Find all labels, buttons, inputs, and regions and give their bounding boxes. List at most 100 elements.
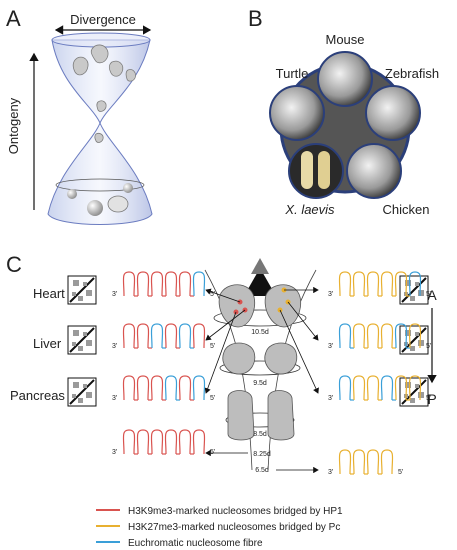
chromatin-loop [136,429,150,455]
end-5-label: 5' [210,395,215,402]
contact-matrices [67,275,429,407]
stage-ring-10-5 [213,309,307,327]
legend-label-euchromatin: Euchromatic nucleosome fibre [128,538,263,549]
ontogeny-slice [55,178,145,192]
mouse-embryo-image [317,51,373,107]
species-turtle: Turtle [269,66,325,141]
contact-matrix [67,325,97,355]
stage-label-8-25: 8.25d [253,451,271,458]
legend-label-hp1: H3K9me3-marked nucleosomes bridged by HP… [128,506,343,517]
chromatin-loop [352,375,366,401]
chromatin-loop [338,271,352,297]
species-chicken: Chicken [346,143,430,217]
chromatin-loop [352,271,366,297]
x-laevis-embryo-2 [318,151,330,189]
chromatin-loop [178,429,192,455]
zebrafish-embryo-image [365,85,421,141]
chromatin-loop [178,375,192,401]
chromatin-loop [150,429,164,455]
hourglass-embryos [72,44,136,143]
species-zebrafish: Zebrafish [365,66,439,141]
chromatin-loop [408,323,422,349]
chromatin-loop [338,375,352,401]
chromatin-loop [192,375,206,401]
chromatin-loop [122,271,136,297]
chromatin-loop [380,323,394,349]
contact-matrix [399,377,429,407]
chromatin-loop [380,375,394,401]
chromatin-loop [150,323,164,349]
chromatin-loop [122,429,136,455]
tissue-label-heart: Heart [33,286,65,301]
egg-4 [123,183,133,193]
species-label-turtle: Turtle [276,66,309,81]
panel-a-letter: A [6,6,21,31]
end-3-label: 3' [328,291,333,298]
connector-arrows [204,286,319,474]
species-label-x-laevis: X. laevis [284,202,335,217]
chromatin-loop [366,375,380,401]
panel-c-letter: C [6,252,22,277]
chromatin-loop [380,271,394,297]
chromatin-loop [164,375,178,401]
turtle-embryo-image [269,85,325,141]
chromatin-loop [366,323,380,349]
chromatin-loop [164,323,178,349]
chromatin-loop [178,271,192,297]
chromatin-loop [192,271,206,297]
stage-label-9-5: 9.5d [253,380,267,387]
stage-label-8-5: 8.5d [253,431,267,438]
stage-label-10-5: 10.5d [251,329,269,336]
species-label-zebrafish: Zebrafish [385,66,439,81]
chicken-embryo-image [346,143,402,199]
stage-label-6-5: 6.5d [255,467,269,474]
end-5-label: 5' [210,291,215,298]
row-liver-left: 3'5' [112,323,215,350]
chromatin-loop [338,449,352,475]
chromatin-loop [366,449,380,475]
chromatin-loop [338,323,352,349]
chromatin-loop [394,375,408,401]
chromatin-loop [136,323,150,349]
divergence-label: Divergence [70,12,136,27]
row-6-5d: 3'5' [328,449,403,476]
contact-matrix [399,275,429,305]
row-pancreas-right: 3'5' [328,375,431,402]
end-3-label: 3' [328,343,333,350]
species-x-laevis: X. laevis [284,143,344,217]
end-3-label: 3' [112,291,117,298]
species-label-chicken: Chicken [383,202,430,217]
stage-ring-8-5 [225,412,295,428]
ontogeny-label: Ontogeny [6,97,21,154]
development-arrowhead [251,258,269,274]
chromatin-loop [122,323,136,349]
end-3-label: 3' [112,395,117,402]
end-3-label: 3' [112,449,117,456]
stage-ring-9-5 [219,360,301,376]
species-mouse: Mouse [317,32,373,107]
axis-posterior: P [427,391,436,407]
panel-b-letter: B [248,6,263,31]
chromatin-loop [164,271,178,297]
contact-matrix [67,377,97,407]
end-3-label: 3' [328,395,333,402]
axis-anterior: A [427,287,437,303]
end-5-label: 5' [210,343,215,350]
contact-matrix [67,275,97,305]
row-pancreas-left: 3' 5' [112,375,215,402]
chromatin-loop [136,375,150,401]
embryos-10-5 [218,284,302,328]
row-heart-right: 3'5' [328,271,431,298]
chromatin-loop [408,271,422,297]
chromatin-loop [380,449,394,475]
chromatin-loop [136,271,150,297]
panel-c: C 10.5d 9 [6,252,437,549]
legend: H3K9me3-marked nucleosomes bridged by HP… [96,506,343,549]
egg-3 [67,189,77,199]
end-5-label: 5' [398,469,403,476]
chromatin-loop [394,323,408,349]
contact-matrix [399,325,429,355]
end-5-label: 5' [426,343,431,350]
x-laevis-embryo-1 [301,151,313,189]
